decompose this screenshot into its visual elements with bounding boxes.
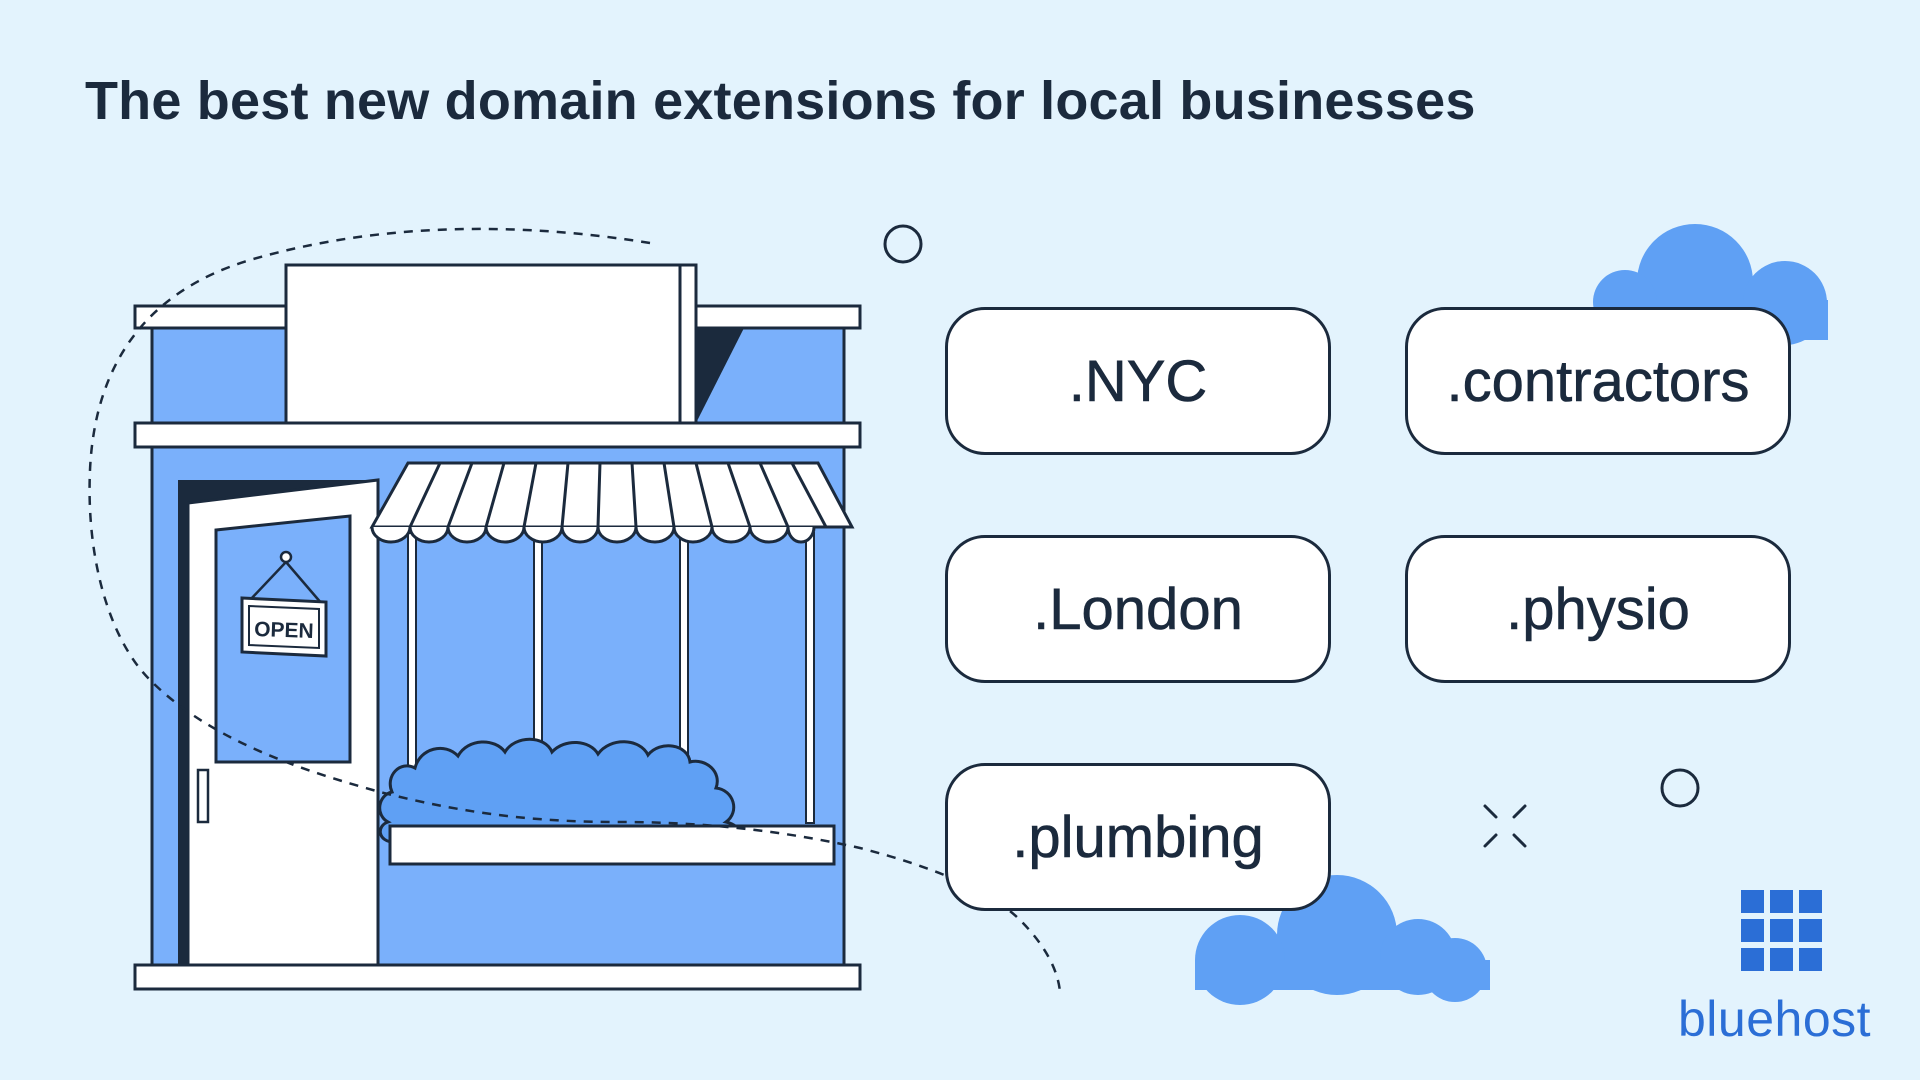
sparkle-icon [1483, 804, 1527, 848]
awning [369, 461, 855, 544]
grid-logo-icon [1741, 890, 1822, 971]
domain-extension-card: .plumbing [945, 763, 1331, 911]
dashed-orbit-path [88, 227, 1062, 993]
bushes [378, 737, 742, 844]
brand-name: bluehost [1678, 991, 1872, 1047]
domain-extension-card: .contractors [1405, 307, 1791, 455]
cloud-icon [1195, 875, 1490, 1005]
domain-extension-card: .London [945, 535, 1331, 683]
door: OPEN [186, 478, 380, 988]
domain-extension-card: .physio [1405, 535, 1791, 683]
planter-box [388, 824, 836, 866]
domain-extension-card: .NYC [945, 307, 1331, 455]
ring-icon [1660, 768, 1700, 808]
ring-icon [883, 224, 923, 264]
open-sign-text: OPEN [254, 618, 314, 643]
page-title: The best new domain extensions for local… [85, 71, 1476, 131]
